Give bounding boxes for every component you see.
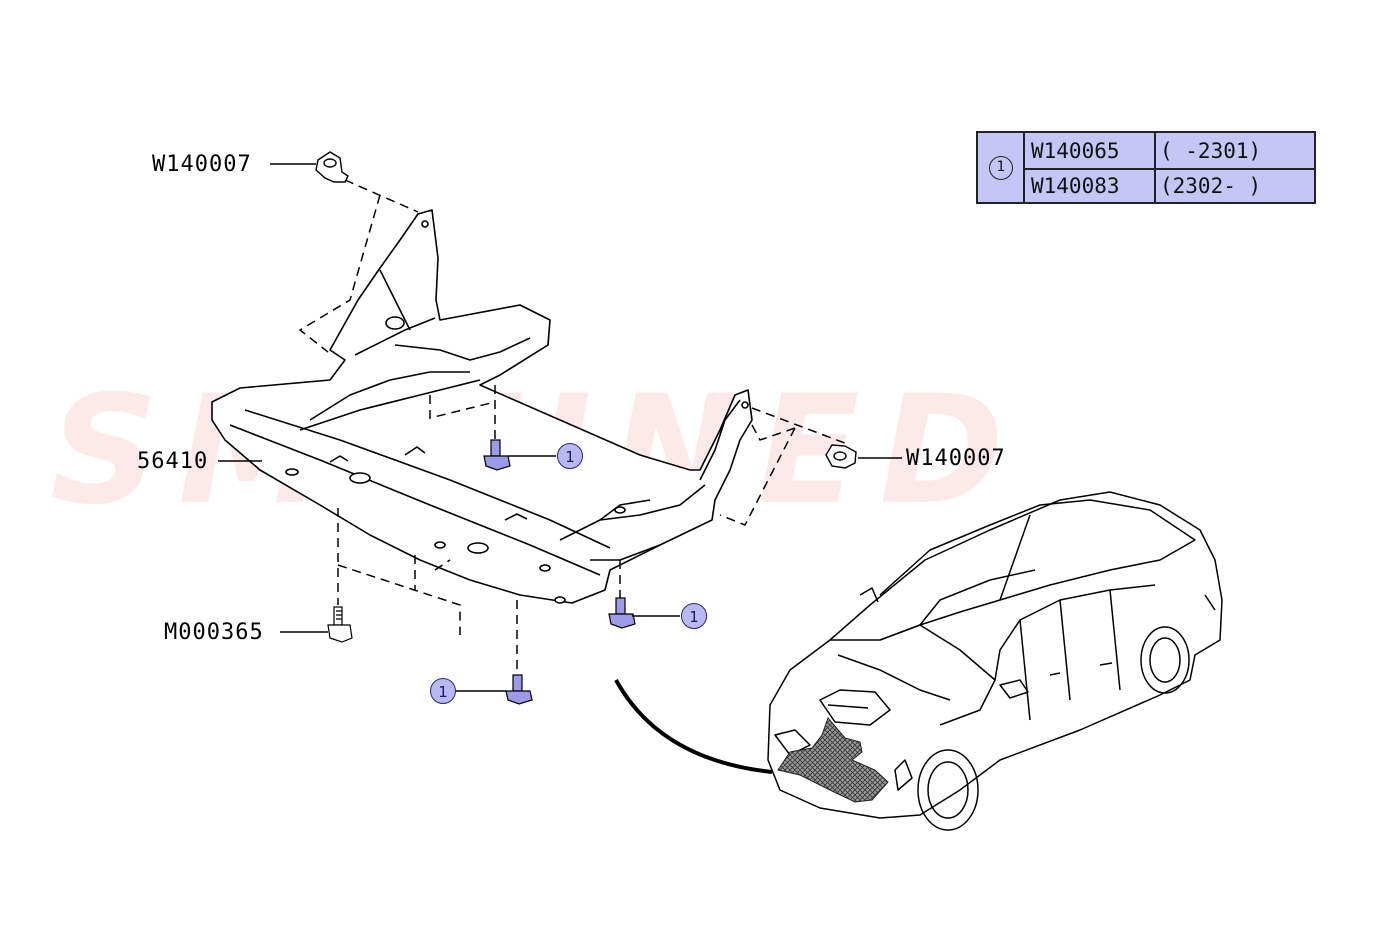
bolt-callout-1a bbox=[483, 439, 511, 471]
clip-w140007-right bbox=[825, 444, 857, 469]
clip-w140007-top bbox=[315, 151, 349, 183]
label-m000365: M000365 bbox=[164, 620, 264, 645]
highlighted-area bbox=[777, 717, 889, 803]
label-w140007-top: W140007 bbox=[152, 152, 252, 177]
dashed-leaders bbox=[298, 179, 851, 670]
legend-part-2: W140083 bbox=[1031, 174, 1120, 198]
bolt-callout-1c bbox=[505, 674, 533, 705]
label-56410: 56410 bbox=[137, 449, 209, 474]
legend-table: 1 W140065 ( -2301) W140083 (2302- ) bbox=[976, 131, 1316, 204]
bolt-m000365 bbox=[327, 606, 353, 643]
legend-range-1: ( -2301) bbox=[1160, 139, 1262, 163]
solid-leaders bbox=[218, 163, 902, 692]
callout-circle: 1 bbox=[681, 603, 707, 629]
under-cover-panel bbox=[211, 209, 753, 604]
car-leader-line bbox=[614, 679, 773, 774]
bolt-callout-1b bbox=[608, 597, 636, 629]
callout-circle: 1 bbox=[557, 443, 583, 469]
callout-circle: 1 bbox=[430, 678, 456, 704]
label-w140007-right: W140007 bbox=[906, 446, 1006, 471]
legend-range-2: (2302- ) bbox=[1160, 174, 1262, 198]
legend-symbol: 1 bbox=[989, 156, 1013, 180]
legend-part-1: W140065 bbox=[1031, 139, 1120, 163]
